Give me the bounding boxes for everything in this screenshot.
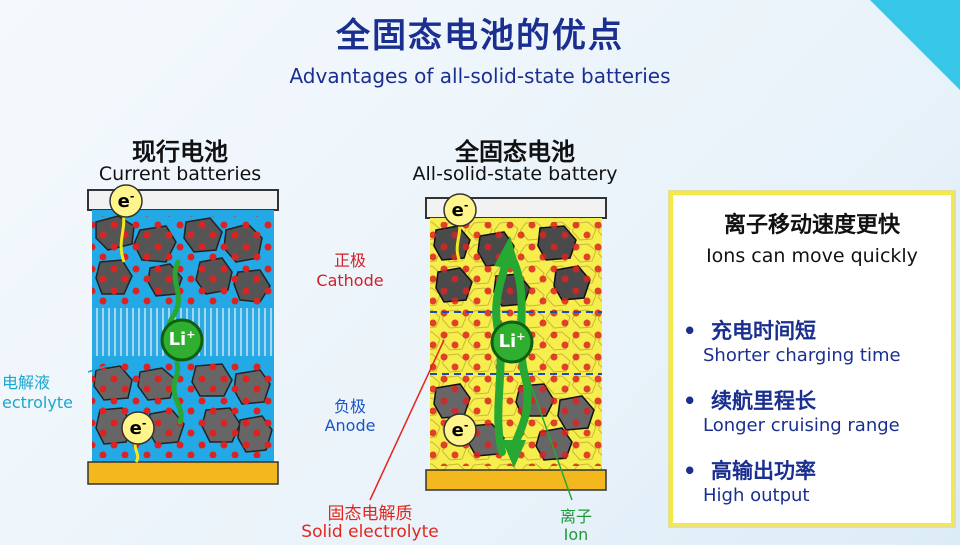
electron-badge-solid-top [443,193,477,227]
electron-badge-current-top [109,184,143,218]
advantage-3-en: High output [703,485,810,506]
electron-label-3: e- [451,199,469,221]
page-subtitle: Advantages of all-solid-state batteries [289,64,671,88]
advantage-3-zh: • 高输出功率 [683,459,817,483]
current-heading-en: Current batteries [98,163,262,185]
electron-label-2: e- [129,417,147,439]
page-title: 全固态电池的优点 [336,16,624,56]
lithium-label-2: Li+ [498,330,526,352]
cathode-label-en: Cathode [316,271,384,290]
solid-electrolyte-pointer [369,339,445,501]
electrolyte-label-en: ectrolyte [2,393,73,412]
corner-accent [870,0,960,90]
solid-heading-en: All-solid-state battery [412,163,618,185]
electron-label-4: e- [451,419,469,441]
advantage-item-3: • 高输出功率 High output [683,455,816,506]
solid-electrolyte-label-en: Solid electrolyte [301,522,439,542]
advantages-panel: 离子移动速度更快 Ions can move quickly • 充电时间短 S… [670,192,954,526]
advantage-1-en: Shorter charging time [703,345,901,366]
solid-ion-path-down [510,258,532,450]
lithium-label-1: Li+ [168,328,196,350]
ion-label-en: Ion [563,525,589,544]
current-cathode-binder [92,216,274,306]
anode-label-zh: 负极 [333,397,366,416]
electron-badge-current-bottom [121,411,155,445]
advantage-2-zh: • 续航里程长 [683,389,817,413]
advantage-item-1: • 充电时间短 Shorter charging time [683,315,901,366]
ion-label-zh: 离子 [559,507,592,526]
electron-label-1: e- [117,190,135,212]
lithium-badge-solid [490,320,534,364]
current-bottom-plate [87,461,279,485]
solid-electrolyte-label-zh: 固态电解质 [327,504,413,524]
advantage-1-zh: • 充电时间短 [683,319,817,343]
ion-pointer [521,359,573,501]
panel-title: 离子移动速度更快 [723,213,900,238]
electron-badge-solid-bottom [443,413,477,447]
anode-label-en: Anode [324,416,376,435]
advantage-item-2: • 续航里程长 Longer cruising range [683,385,900,436]
solid-arrow-down [502,440,526,468]
current-anode-binder [92,362,274,458]
solid-heading: 全固态电池 [455,138,575,166]
lithium-badge-current [160,318,204,362]
electrolyte-pointer [87,361,119,373]
advantage-2-en: Longer cruising range [703,415,900,436]
current-heading: 现行电池 [132,138,228,166]
cathode-label-zh: 正极 [333,251,366,270]
electrolyte-label-zh: 电解液 [2,373,51,392]
solid-bottom-plate [425,469,607,491]
panel-subtitle: Ions can move quickly [706,245,918,267]
